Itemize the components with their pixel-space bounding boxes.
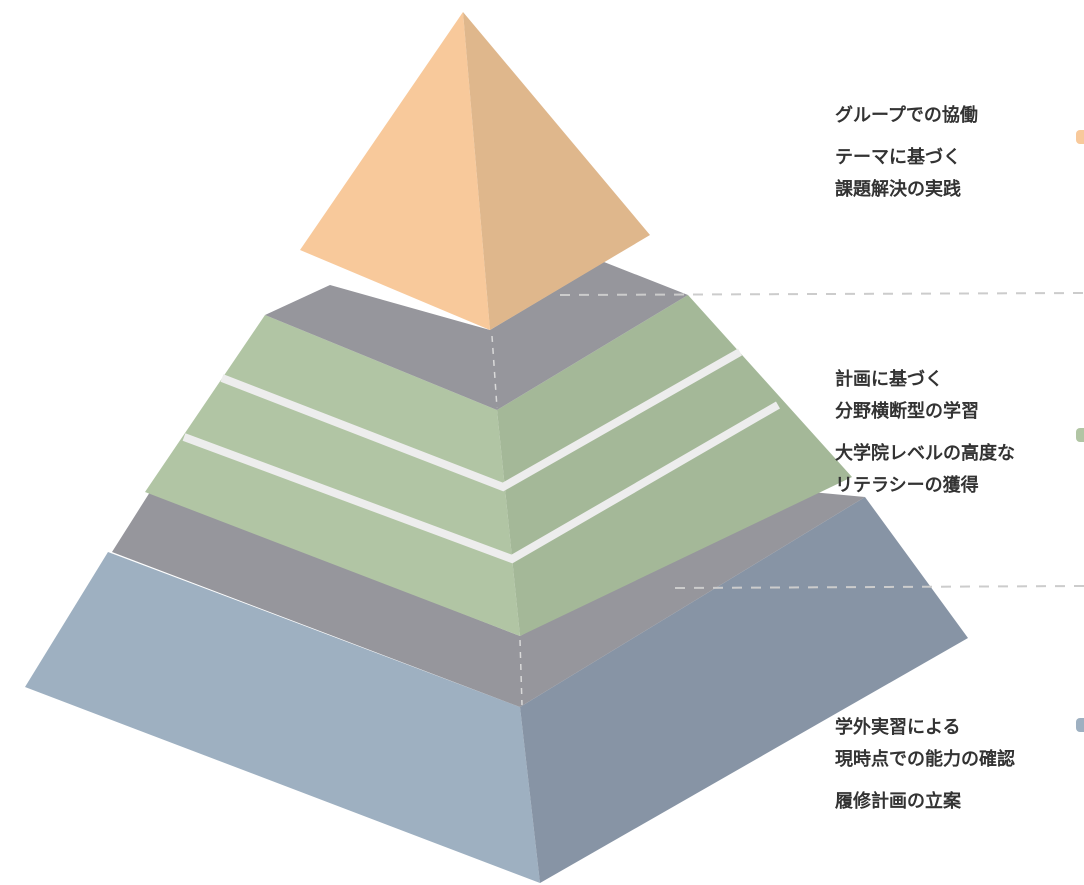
base-tier-label: 現時点での能力の確認 <box>835 749 1015 770</box>
top-tier-right-face <box>463 12 650 330</box>
base-tier-label: 履修計画の立案 <box>835 791 961 812</box>
middle-tier-marker <box>1076 428 1084 442</box>
middle-tier-label: 計画に基づく <box>835 369 943 390</box>
center-dashed-guide <box>491 335 498 409</box>
base-tier-right-face <box>520 497 968 883</box>
middle-tier-label: 大学院レベルの高度な <box>835 443 1015 464</box>
middle-tier-label: リテラシーの獲得 <box>835 475 979 496</box>
base-tier-left-face <box>25 552 540 883</box>
top-tier-labels: グループでの協働 テーマに基づく 課題解決の実践 <box>835 100 978 206</box>
base-tier-labels: 学外実習による 現時点での能力の確認 履修計画の立案 <box>835 712 1015 818</box>
top-tier-label: テーマに基づく <box>835 147 961 168</box>
top-tier-marker <box>1076 130 1084 144</box>
top-tier-label: 課題解決の実践 <box>835 179 961 200</box>
base-tier-label: 学外実習による <box>835 717 961 738</box>
base-tier-ledge <box>112 490 865 707</box>
middle-tier-left-face <box>145 315 520 636</box>
base-tier-marker <box>1076 718 1084 732</box>
middle-tier-ledge <box>265 262 688 410</box>
middle-tier-label: 分野横断型の学習 <box>835 401 979 422</box>
top-tier-label: グループでの協働 <box>835 105 978 126</box>
middle-tier-separator-2 <box>182 401 781 564</box>
middle-tier-labels: 計画に基づく 分野横断型の学習 大学院レベルの高度な リテラシーの獲得 <box>835 364 1015 502</box>
top-tier-left-face <box>300 12 490 330</box>
middle-tier-separator-1 <box>220 348 742 492</box>
